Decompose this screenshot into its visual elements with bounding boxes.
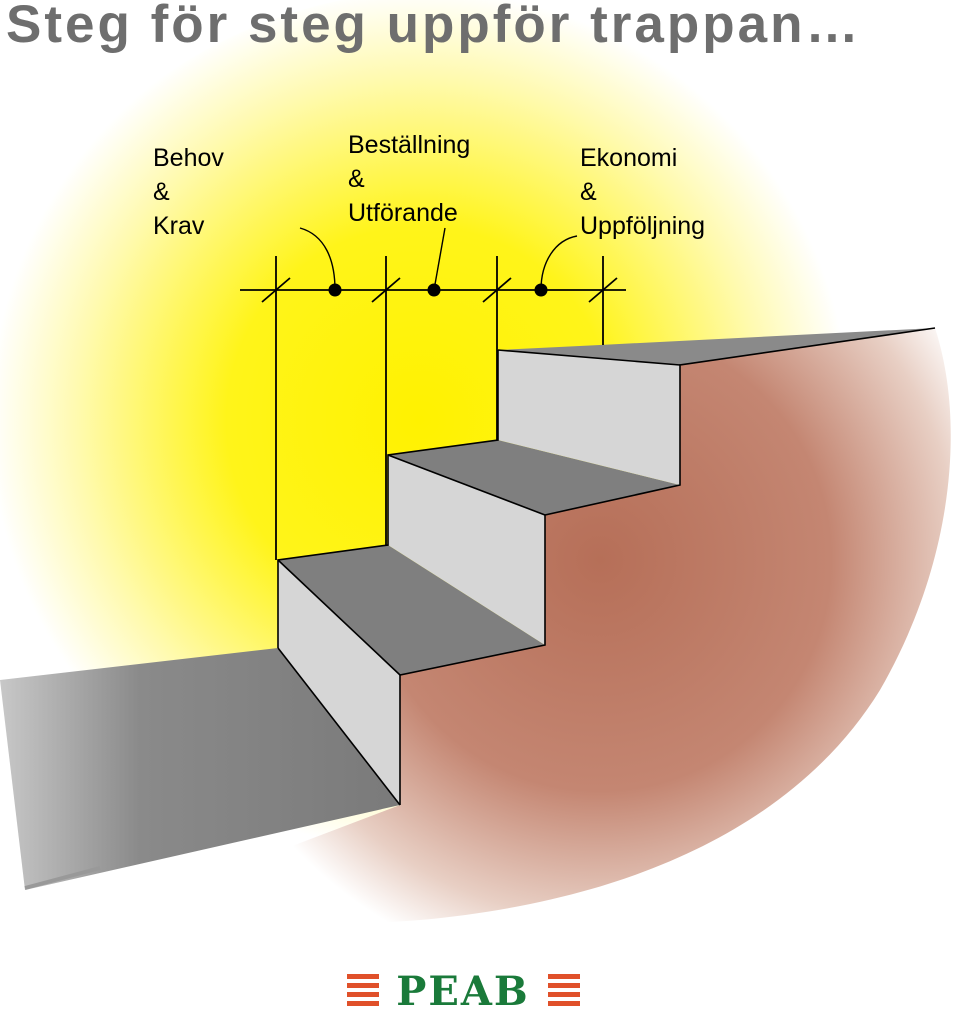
step-label-line: &: [580, 178, 597, 206]
marker-dot-1: [328, 283, 342, 297]
step-label-line: Uppföljning: [580, 212, 706, 240]
step-label-ekonomi: Ekonomi & Uppföljning: [580, 141, 705, 243]
step-label-line: Ekonomi: [580, 144, 678, 172]
step-label-behov: Behov & Krav: [153, 141, 224, 243]
floor-edge: [24, 866, 101, 890]
page-title: Steg för steg uppför trappan…: [6, 0, 862, 54]
marker-dot-2: [427, 283, 441, 297]
step-label-line: Beställning: [348, 131, 471, 159]
step1-riser: [278, 560, 400, 805]
step-label-line: Behov: [153, 144, 224, 172]
marker-dot-3: [534, 283, 548, 297]
label-leaders: [299, 227, 578, 291]
step1-tread: [278, 545, 545, 675]
step-label-line: Krav: [153, 212, 205, 240]
logo-text: PEAB: [396, 968, 529, 1010]
step-label-line: Utförande: [348, 199, 458, 227]
step-label-line: &: [153, 178, 170, 206]
step-label-line: &: [348, 165, 365, 193]
top-landing: [498, 328, 935, 365]
step3-riser: [498, 350, 680, 485]
dimension-line: [240, 256, 626, 560]
stair-outline: [277, 327, 936, 806]
peab-logo: PEAB: [347, 968, 580, 1010]
ground-mass: [150, 328, 951, 924]
step-label-bestallning: Beställning & Utförande: [348, 128, 470, 230]
floor-surface: [0, 648, 400, 890]
step2-riser: [388, 455, 545, 645]
step2-tread: [388, 440, 680, 515]
